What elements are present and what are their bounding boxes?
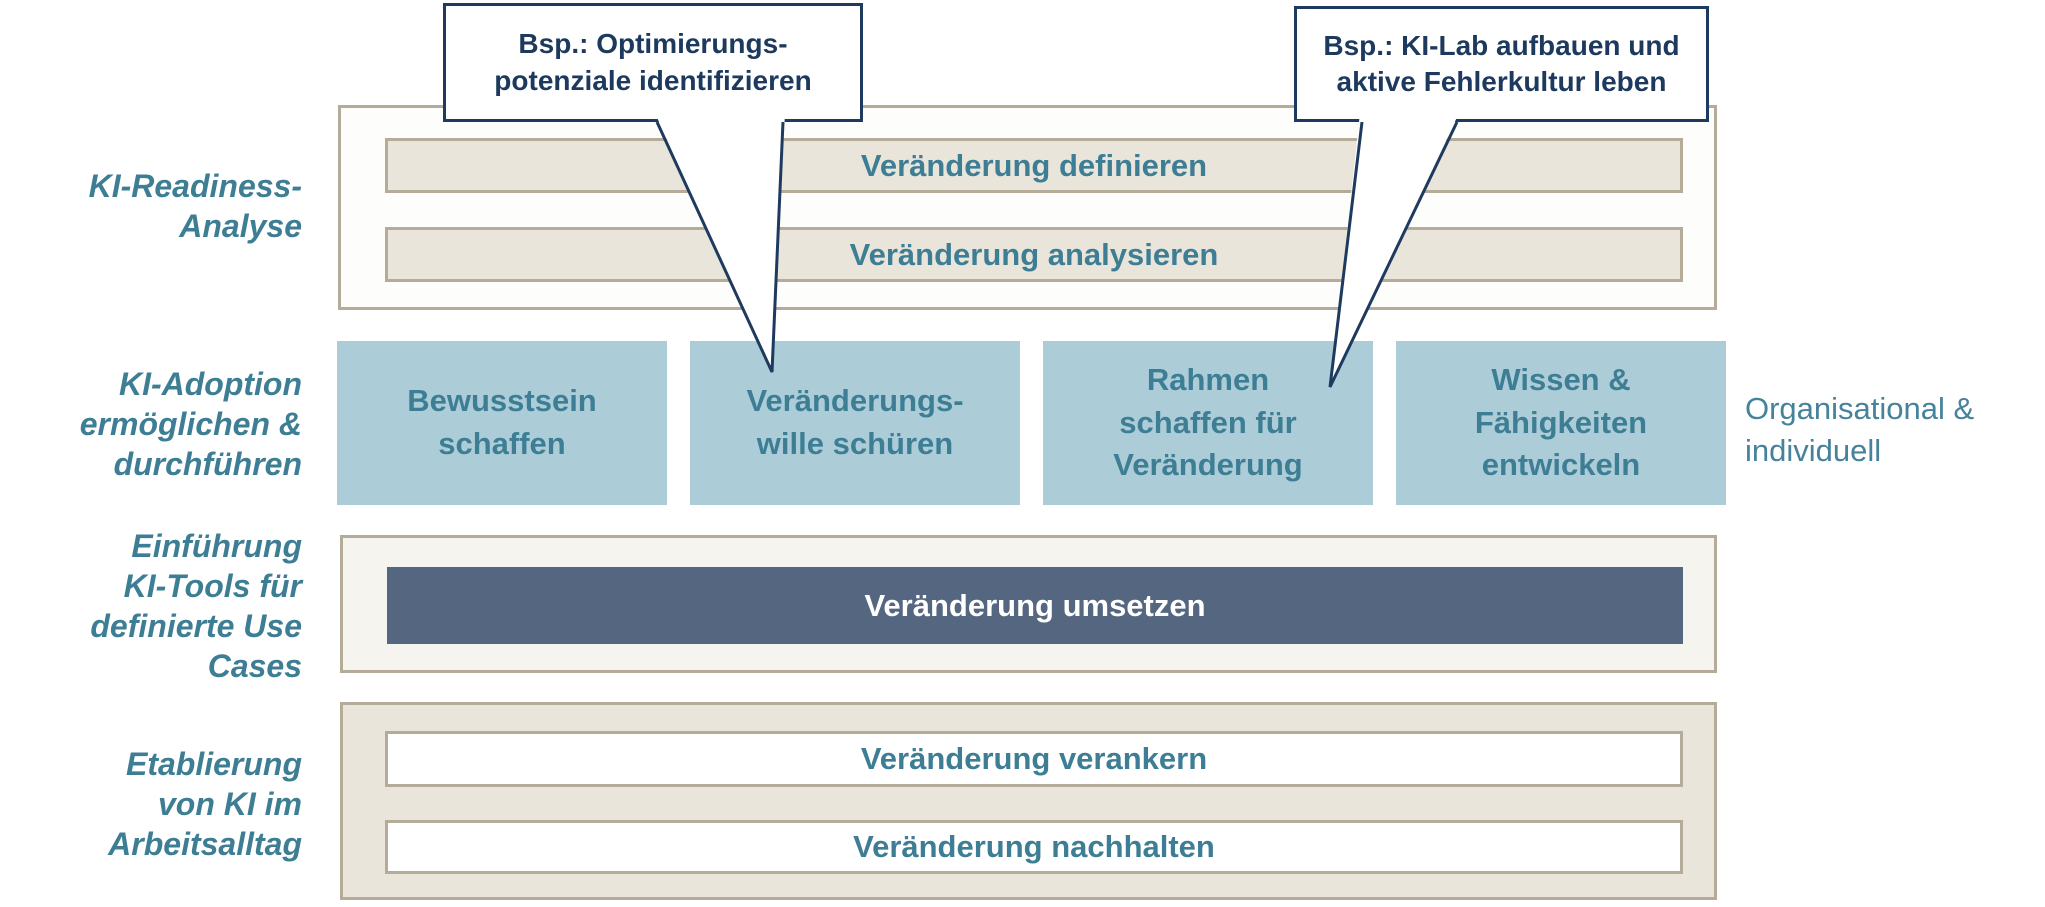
phase-label-etablierung-ki: Etablierung von KI im Arbeitsalltag [108, 746, 302, 862]
step-label: Veränderung analysieren [849, 236, 1219, 272]
callout-ki-lab: Bsp.: KI-Lab aufbauen und aktive Fehlerk… [1294, 6, 1709, 122]
readiness-panel: Veränderung definieren Veränderung analy… [338, 105, 1717, 310]
adoption-box-rahmen-schaffen: Rahmen schaffen für Veränderung [1043, 341, 1373, 505]
step-veraenderung-umsetzen: Veränderung umsetzen [387, 567, 1683, 644]
step-label: Veränderung nachhalten [853, 829, 1215, 864]
einfuehrung-panel: Veränderung umsetzen [340, 535, 1717, 673]
adoption-box-bewusstsein-schaffen: Bewusstsein schaffen [337, 341, 667, 505]
note-organisational-individuell: Organisational & individuell [1745, 391, 1975, 468]
step-label: Veränderung umsetzen [864, 587, 1206, 623]
adoption-box-veraenderungswille-schueren: Veränderungs- wille schüren [690, 341, 1020, 505]
step-veraenderung-verankern: Veränderung verankern [385, 731, 1683, 787]
callout-optimierungspotenziale: Bsp.: Optimierungs- potenziale identifiz… [443, 3, 863, 122]
phase-label-einfuehrung-ki-tools: Einführung KI-Tools für definierte Use C… [90, 528, 302, 684]
etablierung-panel: Veränderung verankern Veränderung nachha… [340, 702, 1717, 900]
phase-label-ki-readiness-analyse: KI-Readiness- Analyse [88, 168, 302, 244]
step-veraenderung-analysieren: Veränderung analysieren [385, 227, 1683, 282]
step-veraenderung-nachhalten: Veränderung nachhalten [385, 820, 1683, 874]
step-label: Veränderung definieren [860, 147, 1208, 183]
adoption-box-wissen-faehigkeiten: Wissen & Fähigkeiten entwickeln [1396, 341, 1726, 505]
step-veraenderung-definieren: Veränderung definieren [385, 138, 1683, 193]
phase-label-ki-adoption: KI-Adoption ermöglichen & durchführen [79, 366, 302, 482]
step-label: Veränderung verankern [860, 741, 1208, 776]
